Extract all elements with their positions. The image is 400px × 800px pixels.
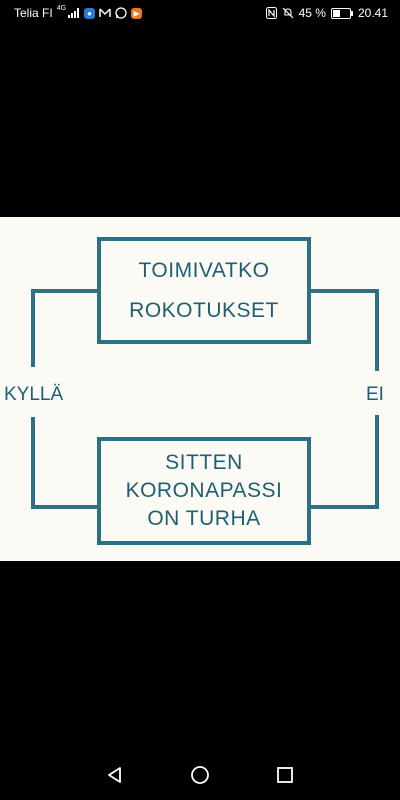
conclusion-line-1: SITTEN [165,451,243,474]
home-icon[interactable] [190,765,210,785]
connector-right-upper [375,289,379,371]
connector-left-upper [31,289,35,367]
conclusion-line-2: KORONAPASSI [125,479,283,502]
battery-percent: 45 % [298,6,326,20]
question-box: TOIMIVATKO ROKOTUKSET [97,237,311,344]
connector-bottom-right [310,505,379,509]
app-notification-icon: ● [84,7,96,19]
connector-top-right [310,289,379,293]
connector-right-lower [375,415,379,509]
question-line-2: ROKOTUKSET [129,298,279,322]
yes-label: KYLLÄ [4,384,64,405]
signal-icon [68,8,80,18]
meme-image: TOIMIVATKO ROKOTUKSET SITTEN KORONAPASSI… [0,217,400,561]
nfc-icon [265,7,277,19]
back-icon[interactable] [105,765,125,785]
gmail-icon [99,8,111,17]
mute-icon [282,7,294,19]
network-type: 4G [56,4,67,12]
connector-left-lower [31,417,35,509]
media-icon: ▶ [131,7,143,19]
carrier-label: Telia FI [14,6,53,20]
question-line-1: TOIMIVATKO [138,258,270,282]
navigation-bar [0,745,400,800]
status-left: Telia FI 4G ● ▶ [14,4,143,20]
clock: 20.41 [357,6,388,20]
recents-icon[interactable] [275,765,295,785]
connector-top-left [31,289,98,293]
connector-bottom-left [31,505,98,509]
conclusion-line-3: ON TURHA [147,507,261,530]
status-right: 45 % 20.41 [265,6,388,20]
battery-icon [330,7,353,19]
no-label: EI [366,384,384,405]
conclusion-box: SITTEN KORONAPASSI ON TURHA [97,437,311,545]
status-bar: Telia FI 4G ● ▶ 45 % 20.41 [0,0,400,28]
whatsapp-icon [115,7,127,19]
